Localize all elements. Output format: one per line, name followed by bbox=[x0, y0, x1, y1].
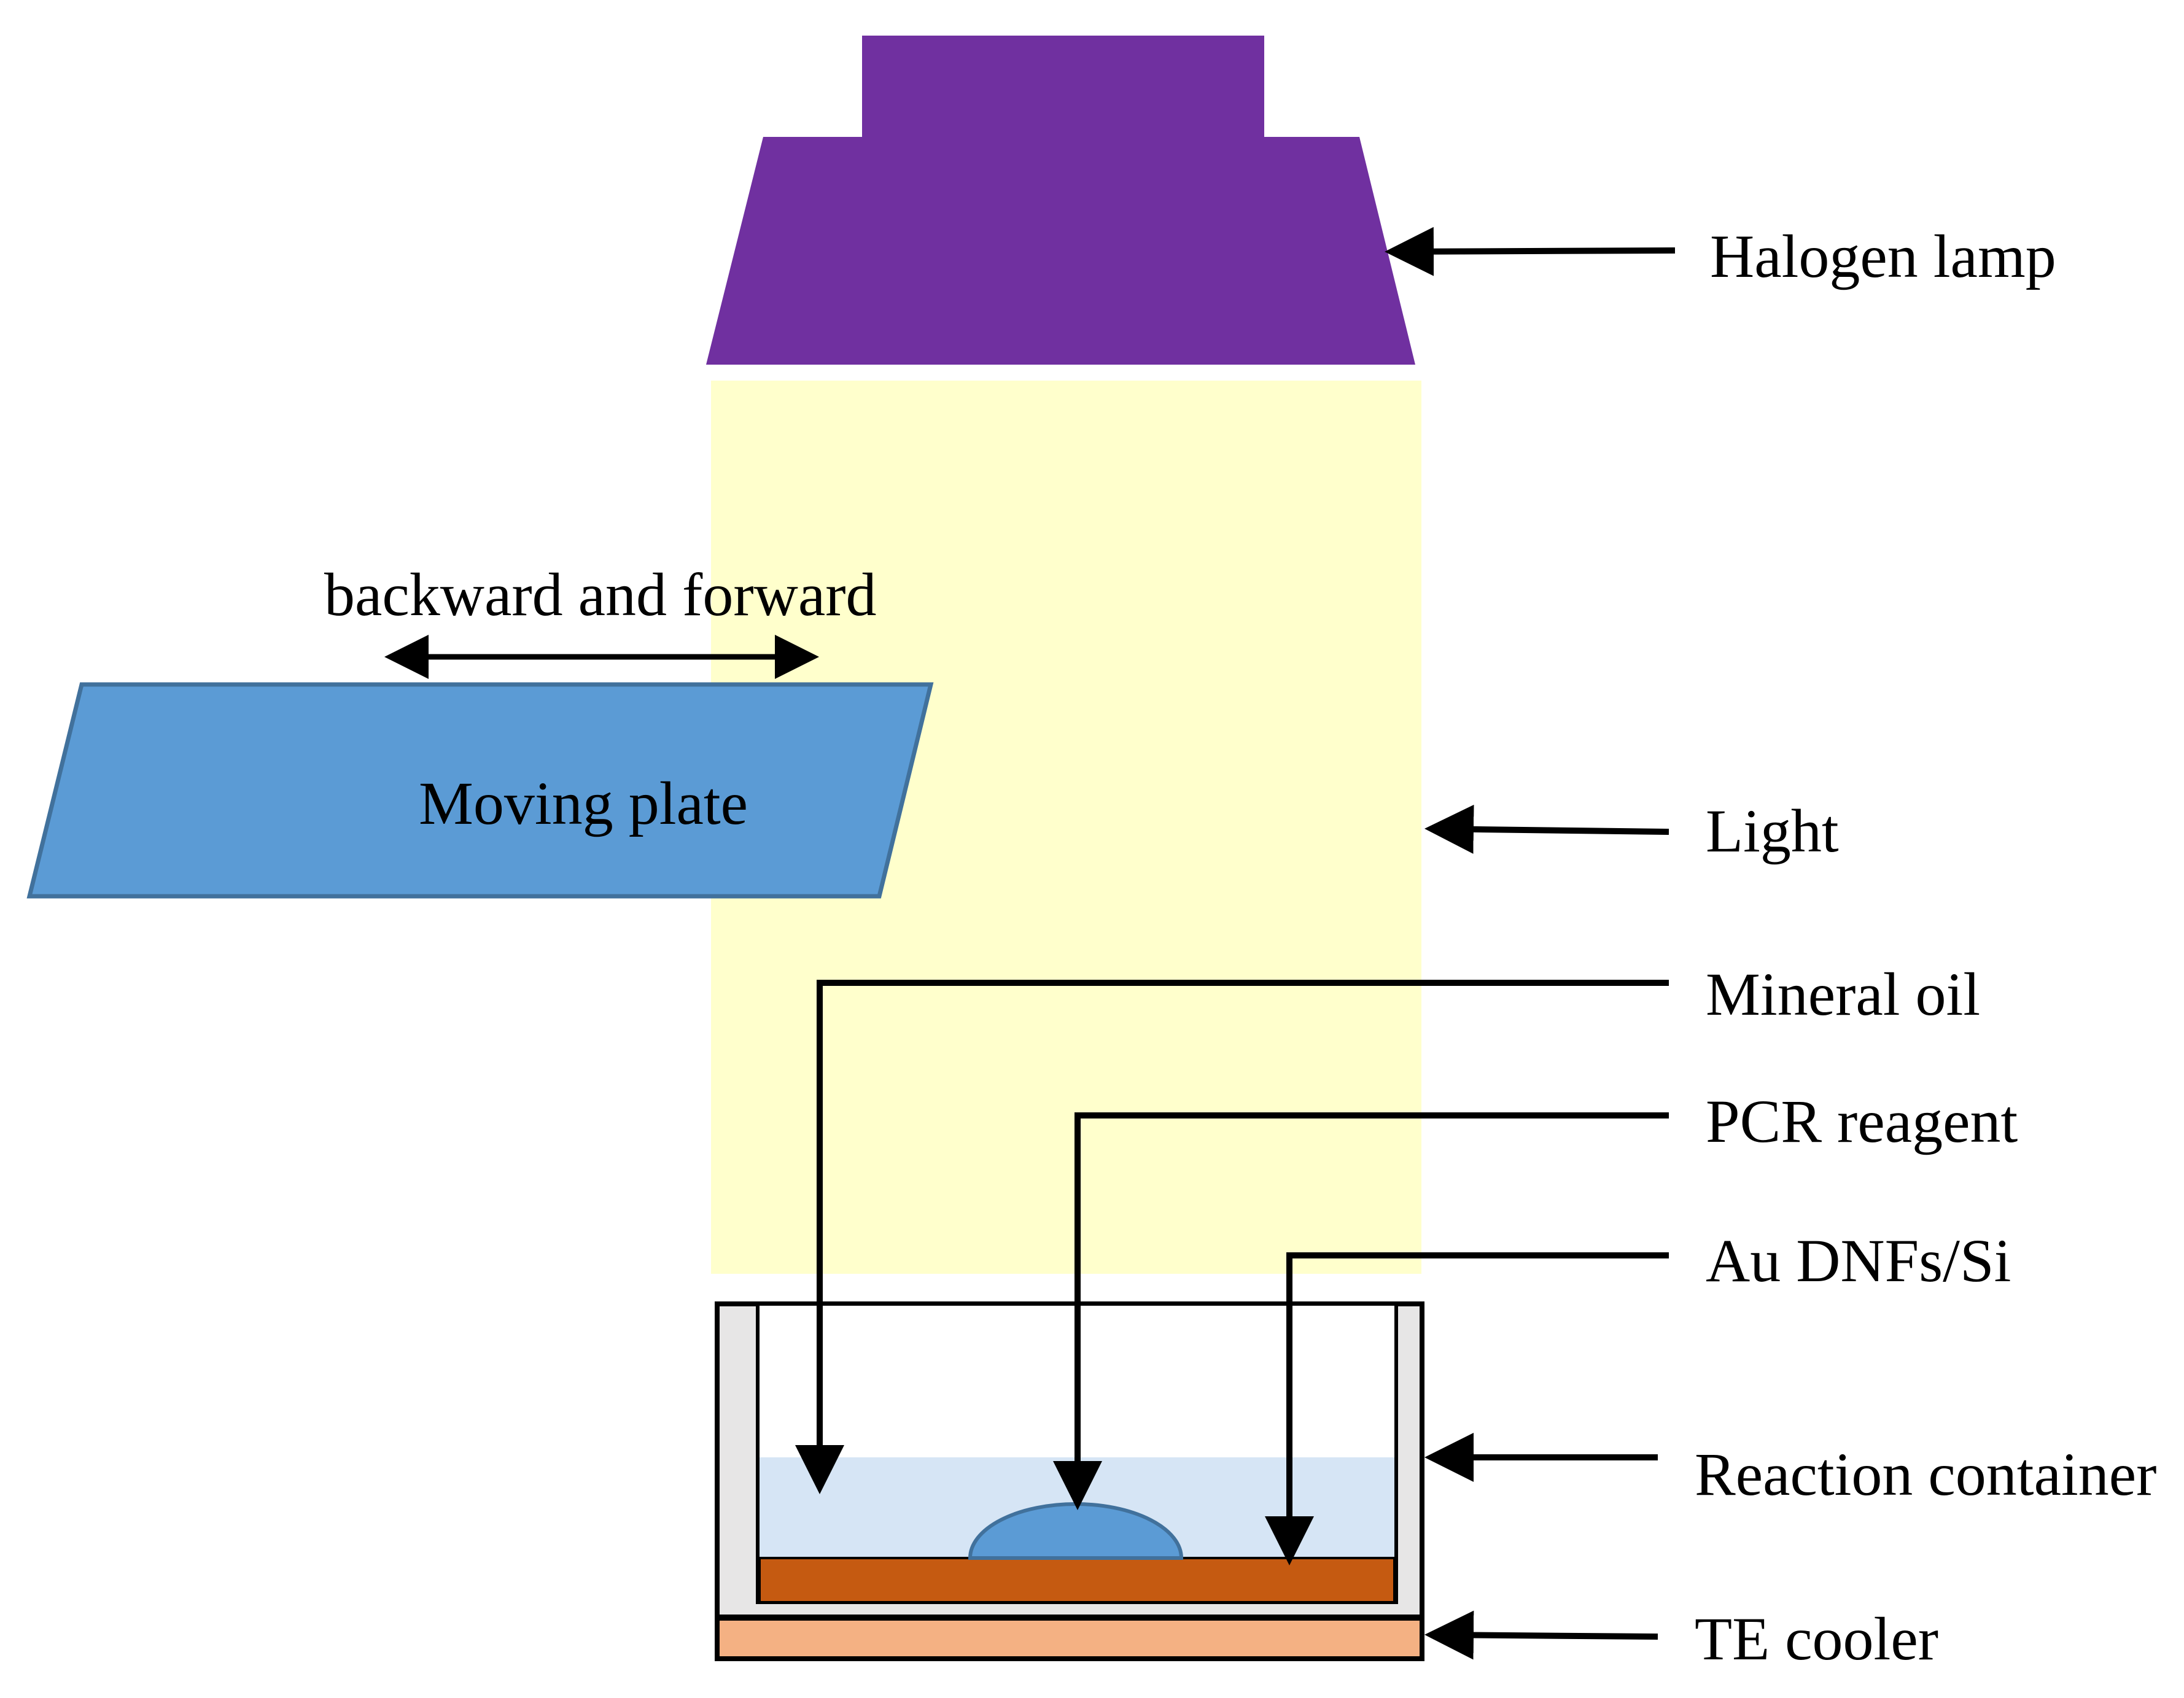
light-label: Light bbox=[1706, 797, 1839, 865]
au-dnfs-si-leader bbox=[1265, 1252, 1669, 1565]
moving-plate bbox=[26, 682, 934, 899]
halogen-lamp bbox=[706, 36, 1415, 365]
reaction-container bbox=[715, 1301, 1424, 1619]
pcr-reagent-label: PCR reagent bbox=[1706, 1087, 2018, 1155]
light-pointer bbox=[1424, 804, 1669, 854]
mineral-oil-leader bbox=[795, 980, 1669, 1494]
pcr-reagent-leader bbox=[1053, 1112, 1669, 1510]
halogen-lamp-label: Halogen lamp bbox=[1710, 222, 2056, 290]
au-dnfs-si-substrate bbox=[758, 1557, 1396, 1603]
motion-label: backward and forward bbox=[324, 560, 877, 629]
au-dnfs-si-label: Au DNFs/Si bbox=[1706, 1227, 2011, 1295]
te-cooler-label: TE cooler bbox=[1695, 1605, 1938, 1673]
mineral-oil-label: Mineral oil bbox=[1706, 960, 1980, 1028]
te-cooler bbox=[715, 1616, 1424, 1661]
reaction-container-label: Reaction container bbox=[1695, 1440, 2156, 1508]
moving-plate-label: Moving plate bbox=[419, 769, 748, 837]
halogen-lamp-pointer bbox=[1385, 227, 1676, 276]
te-cooler-pointer bbox=[1424, 1610, 1658, 1660]
